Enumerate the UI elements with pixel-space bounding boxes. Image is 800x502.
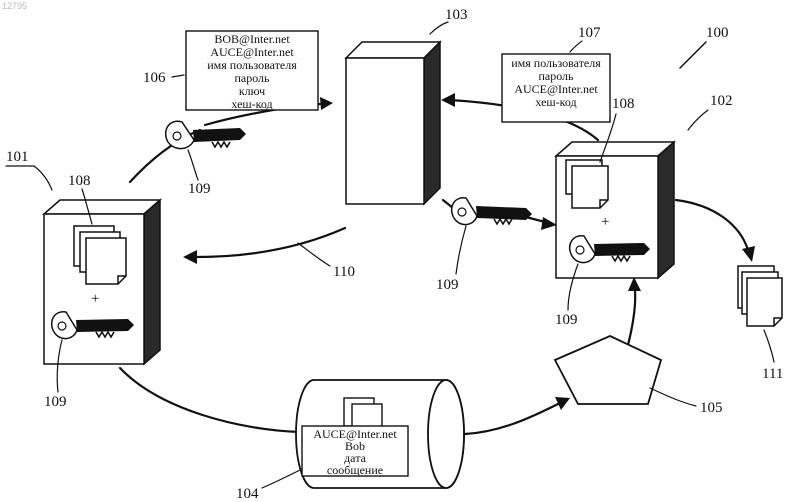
box-107-line-3: AUCE@Inter.net xyxy=(514,82,598,96)
box-107-line-2: пароль xyxy=(538,69,574,83)
label-108-b: 108 xyxy=(612,96,635,112)
label-109-b: 109 xyxy=(555,312,578,328)
label-109-upper: 109 xyxy=(188,181,211,197)
leader-110 xyxy=(298,243,330,266)
watermark: 12795 xyxy=(2,1,27,11)
line-client-a-to-storage xyxy=(120,368,300,432)
info-box-107: имя пользователя пароль AUCE@Inter.net х… xyxy=(502,54,610,122)
box-107-line-4: хеш-код xyxy=(535,95,576,109)
leader-107 xyxy=(570,41,582,52)
box-106-line-5: ключ xyxy=(239,84,265,98)
cylinder-line-4: сообщение xyxy=(327,463,383,477)
arrowhead-to-output xyxy=(742,246,755,262)
arrow-client-b-to-output xyxy=(676,200,748,250)
box-106-line-3: имя пользователя xyxy=(207,58,297,72)
leader-106 xyxy=(172,75,184,77)
arrowhead-b-to-server xyxy=(441,93,455,107)
box-106-line-1: BOB@Inter.net xyxy=(214,32,290,46)
leader-100 xyxy=(680,42,706,68)
leader-105 xyxy=(650,388,696,406)
arrow-110-return xyxy=(196,228,345,257)
label-109-mid: 109 xyxy=(436,277,459,293)
arrowhead-to-client-b-bottom xyxy=(628,277,641,291)
leader-101 xyxy=(6,166,52,190)
label-100: 100 xyxy=(706,25,729,41)
info-box-106: BOB@Inter.net AUCE@Inter.net имя пользов… xyxy=(186,31,318,111)
leader-103 xyxy=(430,22,448,34)
key-icon xyxy=(452,198,532,225)
arrowhead-110 xyxy=(183,250,197,264)
label-101: 101 xyxy=(6,149,29,165)
label-103: 103 xyxy=(445,7,468,23)
box-107-line-1: имя пользователя xyxy=(511,56,601,70)
label-111: 111 xyxy=(762,366,783,382)
arrowhead-to-client-b xyxy=(541,217,557,230)
arrow-pentagon-to-client-b xyxy=(628,290,635,345)
label-102: 102 xyxy=(710,93,733,109)
label-106: 106 xyxy=(143,70,166,86)
output-documents-icon xyxy=(738,266,782,326)
document-icon xyxy=(566,160,608,208)
leader-104 xyxy=(262,470,300,488)
label-105: 105 xyxy=(700,400,723,416)
storage-cylinder-104: AUCE@Inter.net Bob дата сообщение xyxy=(296,380,464,488)
plus-sign-a: + xyxy=(91,291,99,307)
box-106-line-4: пароль xyxy=(234,71,270,85)
arrow-storage-to-pentagon xyxy=(465,404,558,434)
arrowhead-to-server xyxy=(320,97,333,110)
label-108-a: 108 xyxy=(68,173,91,189)
plus-sign-b: + xyxy=(601,214,609,230)
server-103 xyxy=(346,42,440,204)
leader-111 xyxy=(764,330,774,362)
label-109-a: 109 xyxy=(44,394,67,410)
box-106-line-2: AUCE@Inter.net xyxy=(210,45,294,59)
label-107: 107 xyxy=(578,25,601,41)
label-104: 104 xyxy=(236,486,259,502)
pentagon-105 xyxy=(555,336,661,404)
leader-109-mid xyxy=(456,226,466,274)
box-106-line-6: хеш-код xyxy=(231,97,272,111)
label-110: 110 xyxy=(333,264,355,280)
leader-109-upper xyxy=(188,150,198,180)
leader-102 xyxy=(688,110,708,130)
